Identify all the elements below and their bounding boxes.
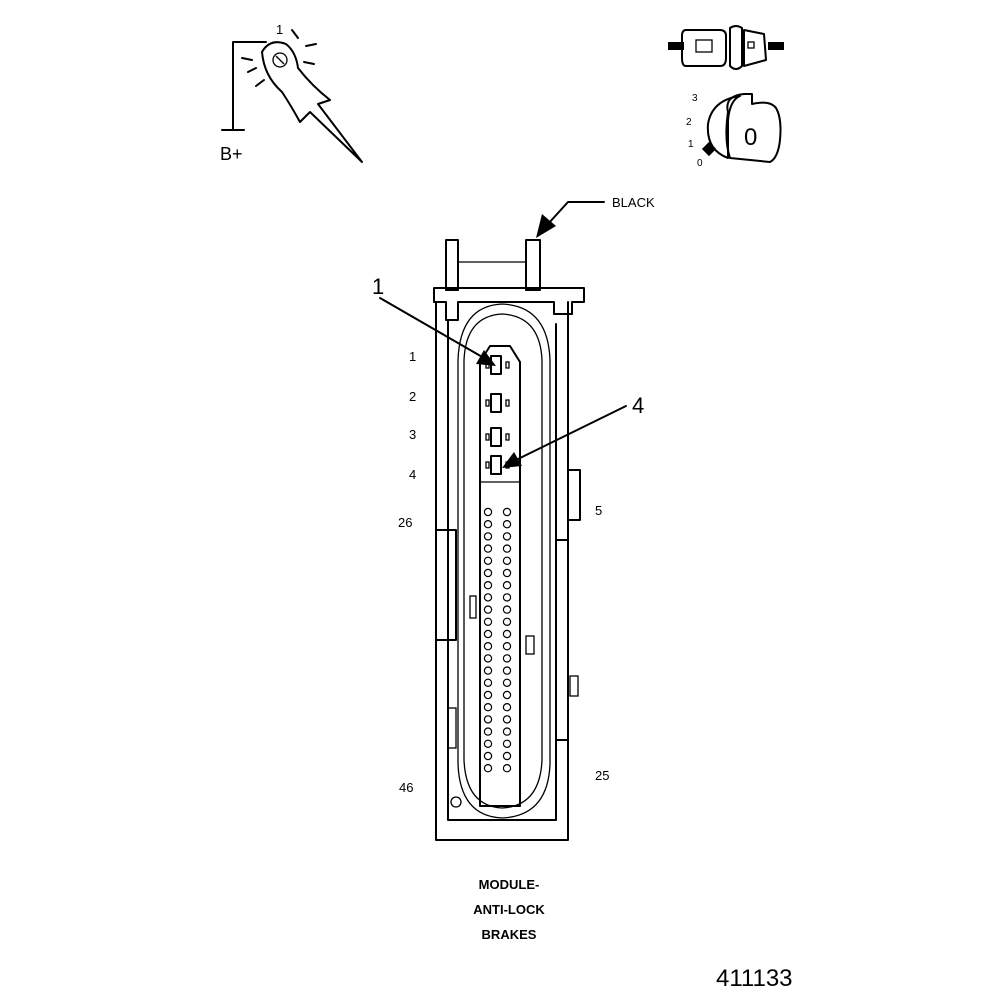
- pin-cavity: [483, 739, 493, 749]
- component-title-line-3: BRAKES: [482, 927, 537, 942]
- ignition-pos-0: 0: [697, 158, 703, 169]
- pin-cavity: [502, 715, 512, 724]
- pin-cavity: [483, 642, 493, 651]
- pin-cavity: [483, 581, 493, 590]
- pin-cavity: [502, 654, 512, 663]
- pin-cavity: [483, 715, 493, 724]
- pin-cavity: [502, 642, 512, 651]
- component-title-line-1: MODULE-: [479, 877, 540, 892]
- inline-connector-icon: [668, 25, 784, 70]
- pin-cavity: [483, 751, 493, 761]
- pin-label-1: 1: [409, 349, 416, 364]
- pin-cavity: [483, 593, 493, 602]
- wire-color-label: BLACK: [612, 195, 655, 210]
- pin-cavity: [483, 764, 493, 773]
- pin-cavity: [483, 690, 493, 700]
- black-wire-arrow: [536, 201, 605, 238]
- pin-cavity: [502, 532, 512, 541]
- pin-cavity: [483, 617, 493, 627]
- component-title-line-2: ANTI-LOCK: [473, 902, 545, 917]
- pin-cavity: [502, 739, 512, 749]
- pin-cavity: [502, 520, 512, 529]
- pin-label-2: 2: [409, 389, 416, 404]
- pin-cavity: [502, 544, 512, 553]
- pin-cavity: [502, 556, 512, 566]
- pin-cavity-grid: [483, 507, 512, 773]
- pin-label-26: 26: [398, 515, 412, 530]
- ignition-pos-2: 2: [686, 117, 692, 128]
- pin-cavity: [502, 678, 512, 688]
- pin-label-3: 3: [409, 427, 416, 442]
- pin-cavity: [502, 764, 512, 773]
- ignition-pos-3: 3: [692, 93, 698, 104]
- callout-1: 1: [372, 274, 384, 299]
- pin-cavity: [502, 593, 512, 602]
- figure-number: 411133: [716, 965, 793, 992]
- callout-arrow-1: [379, 297, 496, 366]
- pin-cavity: [502, 703, 512, 712]
- pin-cavity: [502, 690, 512, 700]
- pin-cavity: [483, 520, 493, 529]
- pin-cavity: [502, 568, 512, 578]
- test-probe-icon: [221, 29, 363, 163]
- pin-cavity: [483, 703, 493, 712]
- pin-cavity: [483, 568, 493, 578]
- pin-cavity: [502, 605, 512, 614]
- pin-label-4: 4: [409, 467, 416, 482]
- pin-cavity: [502, 507, 512, 517]
- pin-label-46: 46: [399, 780, 413, 795]
- callout-4: 4: [632, 393, 644, 418]
- pin-cavity: [483, 544, 493, 553]
- ignition-key-icon: [701, 93, 782, 163]
- pin-cavity: [502, 666, 512, 675]
- probe-tip-number: 1: [276, 22, 283, 37]
- pin-cavity: [483, 556, 493, 566]
- pin-cavity: [483, 666, 493, 675]
- ignition-pos-1: 1: [688, 139, 694, 150]
- pin-cavity: [483, 629, 493, 639]
- pin-cavity: [502, 581, 512, 590]
- pin-cavity: [483, 727, 493, 736]
- pin-label-5: 5: [595, 503, 602, 518]
- pin-cavity: [483, 507, 493, 517]
- ignition-key-label: 0: [744, 124, 757, 151]
- pin-cavity: [483, 532, 493, 541]
- pin-cavity: [502, 727, 512, 736]
- pin-cavity: [502, 629, 512, 639]
- connector-body: [433, 239, 585, 841]
- callout-arrow-4: [502, 405, 627, 468]
- pin-cavity: [502, 751, 512, 761]
- pin-cavity: [502, 617, 512, 627]
- pin-cavity: [483, 678, 493, 688]
- pin-cavity: [483, 605, 493, 614]
- b-plus-label: B+: [220, 144, 243, 164]
- pin-label-25: 25: [595, 768, 609, 783]
- pin-cavity: [483, 654, 493, 663]
